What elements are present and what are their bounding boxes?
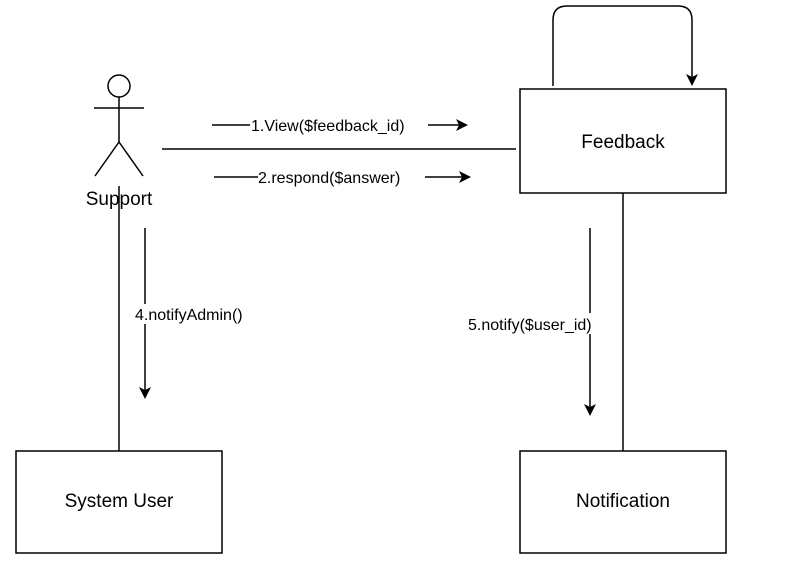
actor-head (107, 74, 131, 98)
system-user-object[interactable]: System User (15, 450, 223, 554)
message-respond: 2.respond($answer) (214, 170, 471, 187)
actor-left-leg (94, 141, 120, 177)
feedback-object[interactable]: Feedback (519, 88, 727, 194)
message-notify-admin-label: 4.notifyAdmin() (135, 307, 243, 324)
message-notify-user-label: 5.notify($user_id) (468, 317, 592, 334)
message-notify-user: 5.notify($user_id) (467, 228, 613, 416)
system-user-label: System User (65, 491, 174, 512)
actor-label: Support (86, 189, 153, 210)
actor-right-leg (118, 141, 144, 177)
feedback-self-loop (552, 5, 698, 86)
message-notify-admin-label-bg (134, 304, 264, 324)
system-user-box (15, 450, 223, 554)
notification-object[interactable]: Notification (519, 450, 727, 554)
notification-label: Notification (576, 491, 670, 512)
message-notify-user-label-bg (467, 313, 613, 334)
message-notify-admin: 4.notifyAdmin() (134, 228, 264, 399)
message-respond-label: 2.respond($answer) (258, 170, 400, 187)
support-actor[interactable] (94, 74, 144, 177)
feedback-box (519, 88, 727, 194)
feedback-label: Feedback (581, 132, 665, 153)
notification-box (519, 450, 727, 554)
message-view: 1.View($feedback_id) (212, 118, 468, 135)
message-view-label: 1.View($feedback_id) (251, 118, 405, 135)
